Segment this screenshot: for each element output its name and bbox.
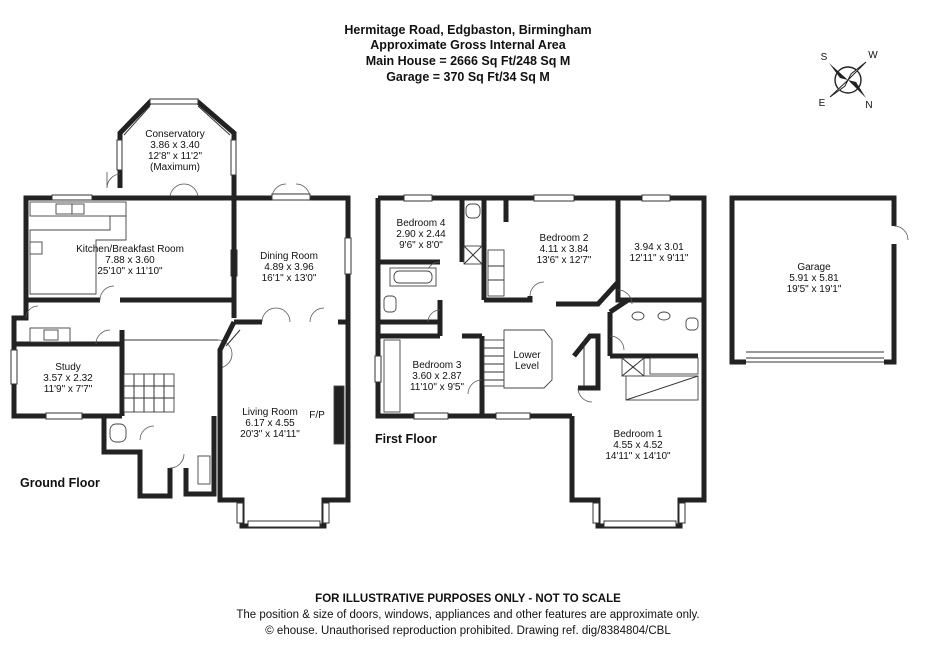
svg-text:12'11" x 9'11": 12'11" x 9'11": [630, 253, 689, 264]
svg-text:9'6" x 8'0": 9'6" x 8'0": [399, 240, 443, 251]
svg-text:4.11 x 3.84: 4.11 x 3.84: [540, 244, 589, 255]
svg-text:7.88 x 3.60: 7.88 x 3.60: [105, 255, 155, 266]
svg-text:Bedroom 3: Bedroom 3: [413, 360, 462, 371]
svg-text:Study: Study: [55, 362, 81, 373]
header-address: Hermitage Road, Edgbaston, Birmingham: [344, 23, 591, 37]
svg-text:Dining Room: Dining Room: [260, 251, 318, 262]
room-label-bedroom4: Bedroom 4 2.90 x 2.44 9'6" x 8'0": [396, 218, 446, 251]
footer-disclaimer-title: FOR ILLUSTRATIVE PURPOSES ONLY - NOT TO …: [315, 593, 621, 605]
svg-text:Conservatory: Conservatory: [145, 129, 204, 140]
fireplace-label: F/P: [309, 410, 325, 421]
svg-text:Bedroom 1: Bedroom 1: [614, 429, 663, 440]
svg-text:Bedroom 4: Bedroom 4: [397, 218, 446, 229]
svg-text:2.90 x 2.44: 2.90 x 2.44: [396, 229, 446, 240]
room-label-bedroom2: Bedroom 2 4.11 x 3.84 13'6" x 12'7": [537, 233, 592, 266]
svg-text:5.91 x 5.81: 5.91 x 5.81: [789, 273, 839, 284]
room-label-conservatory: Conservatory 3.86 x 3.40 12'8" x 11'2" (…: [145, 129, 204, 173]
garage-plan: [729, 195, 909, 365]
ground-floor-plan: [10, 98, 352, 529]
room-label-lower-level: Lower Level: [513, 350, 541, 372]
header-main-house-area: Main House = 2666 Sq Ft/248 Sq M: [366, 54, 571, 68]
compass-south-label: S: [821, 52, 828, 63]
first-floor-plan: [374, 194, 707, 529]
svg-text:16'1" x 13'0": 16'1" x 13'0": [262, 273, 317, 284]
svg-text:3.60 x 2.87: 3.60 x 2.87: [412, 371, 462, 382]
compass-east-label: E: [819, 98, 826, 109]
compass-north-label: N: [865, 100, 872, 111]
svg-text:11'10" x 9'5": 11'10" x 9'5": [410, 382, 465, 393]
room-label-dining: Dining Room 4.89 x 3.96 16'1" x 13'0": [260, 251, 318, 284]
footer: FOR ILLUSTRATIVE PURPOSES ONLY - NOT TO …: [236, 593, 699, 637]
footer-disclaimer-text: The position & size of doors, windows, a…: [236, 609, 699, 621]
svg-text:3.86 x 3.40: 3.86 x 3.40: [150, 140, 200, 151]
first-floor-label: First Floor: [375, 432, 437, 446]
svg-text:19'5" x 19'1": 19'5" x 19'1": [787, 284, 842, 295]
svg-text:Level: Level: [515, 361, 539, 372]
svg-text:Bedroom 2: Bedroom 2: [540, 233, 589, 244]
svg-text:20'3" x 14'11": 20'3" x 14'11": [240, 429, 300, 440]
room-label-living: Living Room 6.17 x 4.55 20'3" x 14'11" F…: [240, 407, 325, 440]
svg-text:11'9" x 7'7": 11'9" x 7'7": [44, 384, 93, 395]
svg-text:Kitchen/Breakfast Room: Kitchen/Breakfast Room: [76, 244, 184, 255]
header-area-title: Approximate Gross Internal Area: [370, 38, 566, 52]
compass-west-label: W: [868, 50, 878, 61]
svg-text:12'8" x 11'2": 12'8" x 11'2": [148, 151, 203, 162]
svg-text:25'10" x 11'10": 25'10" x 11'10": [97, 266, 163, 277]
svg-text:Garage: Garage: [797, 262, 831, 273]
room-label-study: Study 3.57 x 2.32 11'9" x 7'7": [43, 362, 93, 395]
svg-text:(Maximum): (Maximum): [150, 162, 200, 173]
header: Hermitage Road, Edgbaston, Birmingham Ap…: [344, 23, 591, 84]
svg-text:13'6" x 12'7": 13'6" x 12'7": [537, 255, 592, 266]
room-label-garage: Garage 5.91 x 5.81 19'5" x 19'1": [787, 262, 842, 295]
svg-text:4.55 x 4.52: 4.55 x 4.52: [613, 440, 663, 451]
room-label-bedroom1: Bedroom 1 4.55 x 4.52 14'11" x 14'10": [605, 429, 671, 462]
compass-icon: S W E N: [819, 50, 879, 111]
room-label-bedroom3: Bedroom 3 3.60 x 2.87 11'10" x 9'5": [410, 360, 465, 393]
svg-text:Living Room: Living Room: [242, 407, 298, 418]
svg-text:3.57 x 2.32: 3.57 x 2.32: [43, 373, 93, 384]
room-label-kitchen: Kitchen/Breakfast Room 7.88 x 3.60 25'10…: [76, 244, 184, 277]
svg-text:Lower: Lower: [513, 350, 541, 361]
footer-copyright: © ehouse. Unauthorised reproduction proh…: [265, 625, 671, 637]
ground-floor-label: Ground Floor: [20, 476, 100, 490]
svg-text:14'11" x 14'10": 14'11" x 14'10": [605, 451, 671, 462]
svg-text:4.89 x 3.96: 4.89 x 3.96: [264, 262, 314, 273]
header-garage-area: Garage = 370 Sq Ft/34 Sq M: [386, 70, 550, 84]
svg-text:6.17 x 4.55: 6.17 x 4.55: [245, 418, 295, 429]
room-label-bedroom-3-94: 3.94 x 3.01 12'11" x 9'11": [630, 242, 689, 264]
svg-text:3.94 x 3.01: 3.94 x 3.01: [634, 242, 684, 253]
